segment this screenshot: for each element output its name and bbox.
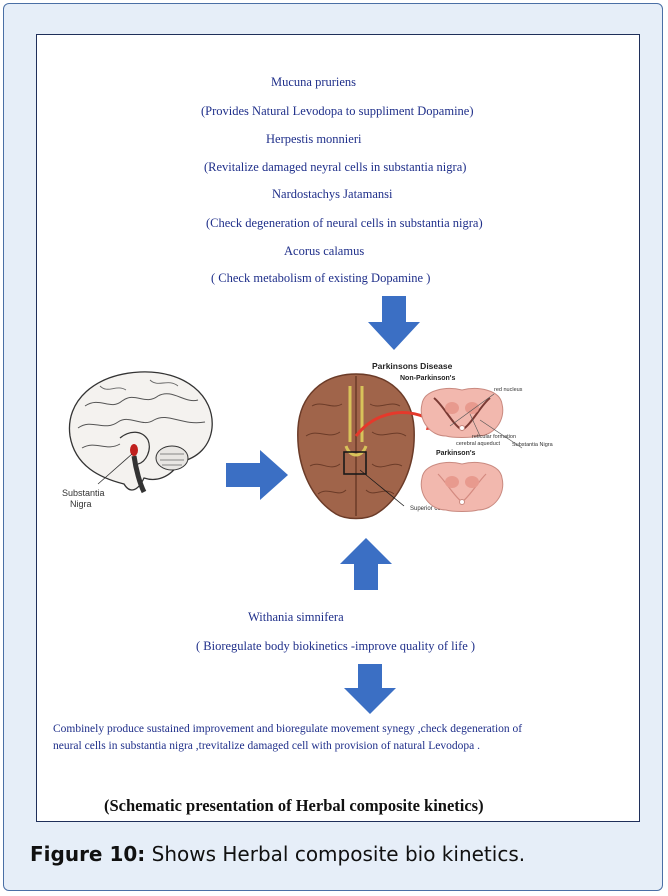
down-arrow-2-icon	[344, 664, 396, 714]
withania-name: Withania simnifera	[248, 610, 344, 625]
down-arrow-icon	[368, 296, 420, 350]
withania-effect: ( Bioregulate body biokinetics -improve …	[196, 639, 475, 654]
herb-3-effect: (Check degeneration of neural cells in s…	[206, 216, 483, 231]
schematic-caption: (Schematic presentation of Herbal compos…	[104, 796, 484, 816]
right-arrow-icon	[226, 450, 288, 500]
summary-line-1: Combinely produce sustained improvement …	[53, 723, 522, 735]
herb-4-name: Acorus calamus	[284, 244, 364, 259]
herb-2-effect: (Revitalize damaged neyral cells in subs…	[204, 160, 466, 175]
up-arrow-icon	[340, 538, 392, 590]
herb-2-name: Herpestis monnieri	[266, 132, 361, 147]
figure-caption: Figure 10: Shows Herbal composite bio ki…	[30, 842, 525, 866]
substantia-label: Substantia	[62, 488, 105, 498]
herb-1-effect: (Provides Natural Levodopa to suppliment…	[201, 104, 474, 119]
herb-4-effect: ( Check metabolism of existing Dopamine …	[211, 271, 430, 286]
sagittal-brain-illustration	[60, 366, 220, 496]
figure-text: Shows Herbal composite bio kinetics.	[145, 842, 525, 866]
pd-title: Parkinsons Disease	[372, 361, 452, 371]
herb-3-name: Nardostachys Jatamansi	[272, 187, 392, 202]
summary-line-2: neural cells in substantia nigra ,trevit…	[53, 740, 480, 752]
figure-label: Figure 10:	[30, 842, 145, 866]
pd-label: Parkinson's	[436, 450, 475, 457]
herb-1-name: Mucuna pruriens	[271, 75, 356, 90]
nigra-label: Nigra	[70, 499, 92, 509]
parkinsons-midbrain-illustration	[416, 458, 508, 514]
non-pd-label: Non-Parkinson's	[400, 375, 455, 382]
